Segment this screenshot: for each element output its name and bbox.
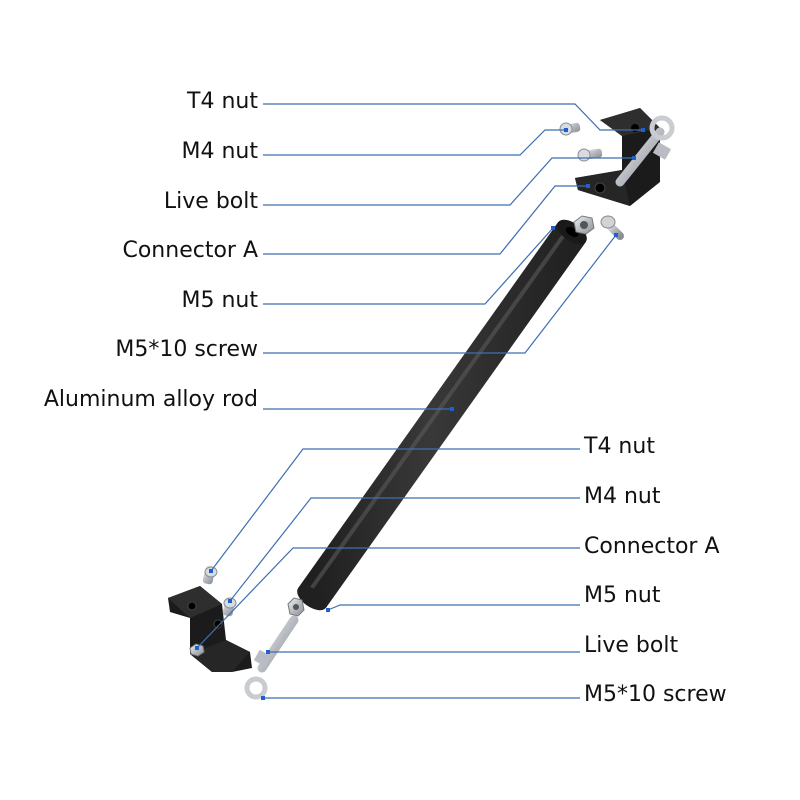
leader-top-connector-a-endpoint: [586, 184, 590, 188]
label-bottom-t4-nut: T4 nut: [584, 434, 655, 459]
leader-top-t4-nut: [263, 103, 643, 131]
label-bottom-live-bolt: Live bolt: [584, 633, 679, 658]
top-m4-screw: [559, 122, 581, 136]
leader-bottom-connector-a-endpoint: [195, 646, 199, 650]
label-top-t4-nut: T4 nut: [187, 89, 258, 114]
leader-rod-endpoint: [450, 407, 454, 411]
leader-bottom-connector-a: [196, 547, 580, 649]
leader-top-live-bolt: [263, 157, 634, 206]
leader-top-m5-nut: [263, 227, 554, 305]
label-bottom-m5-nut: M5 nut: [584, 583, 661, 608]
label-bottom-connector-a: Connector A: [584, 534, 720, 559]
bottom-live-bolt: [244, 615, 299, 700]
leader-bottom-m4-nut: [229, 497, 580, 602]
leader-top-m5-nut-endpoint: [551, 226, 555, 230]
leader-top-t4-nut-endpoint: [641, 128, 645, 132]
leader-bottom-t4-nut: [210, 448, 580, 572]
label-top-m4-nut: M4 nut: [181, 139, 258, 164]
leader-bottom-m4-nut-endpoint: [228, 599, 232, 603]
bottom-m5-nut: [287, 597, 305, 617]
leader-top-live-bolt-endpoint: [632, 156, 636, 160]
leader-top-connector-a: [263, 185, 588, 255]
top-t4-screw: [577, 148, 603, 162]
label-aluminum-alloy-rod: Aluminum alloy rod: [43, 387, 258, 412]
bottom-t4-screw: [202, 565, 218, 585]
aluminum-alloy-rod: [297, 219, 587, 611]
label-top-live-bolt: Live bolt: [163, 189, 258, 214]
leader-top-m4-nut: [263, 129, 566, 156]
label-top-connector-a: Connector A: [122, 238, 258, 263]
leader-top-m4-nut-endpoint: [564, 128, 568, 132]
label-bottom-m5-10-screw: M5*10 screw: [584, 682, 727, 707]
label-bottom-m4-nut: M4 nut: [584, 484, 661, 509]
label-top-m5-nut: M5 nut: [181, 288, 258, 313]
leader-lines: [196, 103, 643, 699]
top-m5-nut: [573, 215, 595, 235]
leader-bottom-live-bolt-endpoint: [266, 650, 270, 654]
top-live-bolt: [615, 115, 675, 187]
leader-bottom-t4-nut-endpoint: [209, 569, 213, 573]
leader-endpoints: [195, 128, 645, 700]
leader-top-m5-10-screw-endpoint: [614, 233, 618, 237]
leader-bottom-m5-nut: [327, 604, 580, 611]
leader-bottom-m5-nut-endpoint: [326, 608, 330, 612]
leader-top-m5-10-screw: [263, 234, 617, 354]
label-top-m5-10-screw: M5*10 screw: [115, 337, 258, 362]
leader-bottom-m5-10-screw-endpoint: [261, 696, 265, 700]
bottom-connector-a: [168, 586, 252, 672]
